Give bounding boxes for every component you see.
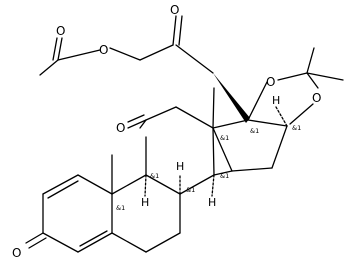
atom-labels: O O O O O O O: [12, 3, 321, 260]
bond: [57, 49, 101, 61]
atom-label-oxygen: O: [99, 43, 108, 57]
bond: [213, 170, 233, 176]
bond: [47, 180, 79, 199]
bond: [289, 103, 314, 125]
hydrogen-label: H: [176, 160, 184, 173]
bond: [109, 47, 141, 61]
bond: [57, 37, 63, 61]
bond: [127, 114, 145, 123]
stereo-descriptor: &1: [292, 124, 301, 132]
bond: [271, 125, 288, 169]
bond: [77, 232, 113, 253]
bond: [111, 232, 147, 253]
bond: [42, 232, 79, 253]
bond: [172, 15, 177, 46]
bond: [178, 15, 183, 46]
bond: [231, 167, 273, 172]
hydrogen-label: H: [208, 196, 216, 209]
bond: [127, 119, 147, 129]
hydrogen-label: H: [141, 196, 149, 209]
bond: [212, 87, 215, 129]
hash-bond: [275, 106, 288, 127]
bond: [175, 44, 214, 74]
stereo-descriptor: &1: [186, 186, 195, 194]
stereo-descriptor: &1: [250, 127, 259, 135]
bond: [139, 119, 147, 129]
hydrogen-label: H: [272, 94, 280, 107]
atom-label-oxygen: O: [170, 3, 179, 17]
stereo-descriptor: &1: [220, 172, 229, 180]
bond: [306, 47, 315, 74]
bond: [145, 174, 181, 195]
hash-bond: [211, 174, 215, 197]
bond: [306, 72, 319, 89]
atom-label-oxygen: O: [312, 91, 321, 105]
atom-label-oxygen: O: [116, 121, 125, 135]
hash-bond: [144, 174, 147, 197]
bond: [79, 230, 108, 247]
bond: [212, 127, 233, 172]
hydrogen-labels: H H H H: [141, 94, 280, 209]
bond: [175, 106, 214, 129]
stereo-labels: &1 &1 &1 &1 &1 &1 &1: [116, 124, 301, 212]
bond: [247, 81, 268, 121]
bond: [212, 119, 249, 129]
bond: [247, 119, 288, 127]
stereo-descriptor: &1: [150, 172, 159, 180]
bond: [42, 174, 79, 195]
atom-label-oxygen: O: [266, 75, 275, 89]
bond: [179, 174, 215, 195]
bond: [52, 37, 58, 61]
bond: [212, 127, 215, 176]
bond: [277, 72, 308, 81]
bond: [306, 72, 344, 81]
bond: [77, 174, 113, 195]
stereo-descriptor: &1: [116, 204, 125, 212]
bond: [25, 232, 44, 244]
bond: [139, 44, 174, 61]
atom-label-oxygen: O: [12, 246, 21, 260]
bond: [145, 106, 177, 121]
bond: [111, 174, 147, 195]
stereo-descriptor: &1: [220, 134, 229, 142]
bond: [28, 237, 47, 249]
atom-label-oxygen: O: [56, 24, 65, 38]
bond-layer: [25, 15, 344, 253]
wedge-bond: [213, 73, 250, 123]
bond: [145, 232, 181, 253]
bond: [39, 59, 59, 76]
